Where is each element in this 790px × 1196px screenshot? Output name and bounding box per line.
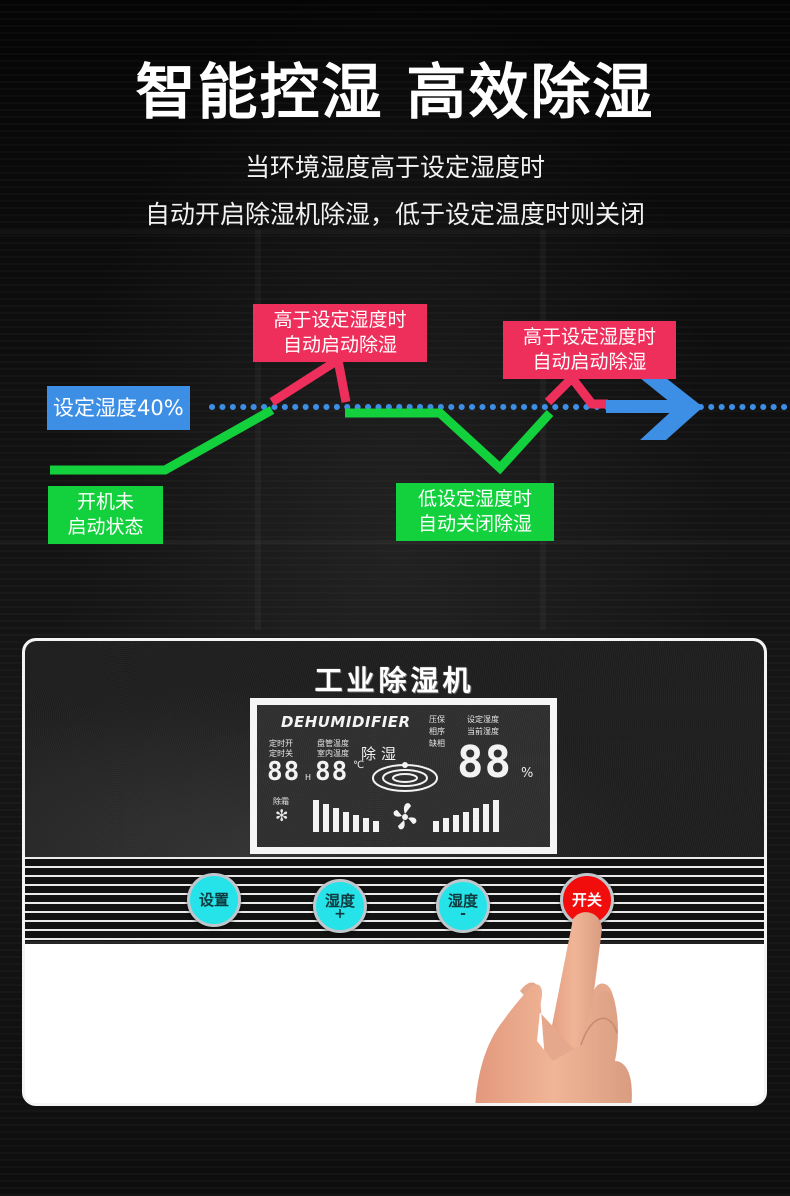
snowflake-icon: ✻ <box>275 806 289 825</box>
humidity-up-button[interactable]: 湿度 + <box>313 879 367 933</box>
green-dip-line <box>345 408 554 475</box>
lcd-current-humidity: 当前湿度 <box>467 727 499 736</box>
power-button-label: 开关 <box>571 891 602 909</box>
pink-spike-1 <box>269 352 351 406</box>
callout-low: 低设定湿度时 自动关闭除湿 <box>396 483 554 541</box>
lcd-frame: DEHUMIDIFIER 定时开 定时关 88 H 盘管温度 室内温度 88 ℃… <box>250 698 557 854</box>
callout-high-2-line-1: 高于设定湿度时 <box>522 326 656 348</box>
blue-arrow-head <box>640 378 703 440</box>
lcd-temp-digits: 88 <box>315 757 349 787</box>
control-panel-face: 工业除湿机 DEHUMIDIFIER 定时开 定时关 88 H 盘管温度 室内温… <box>25 641 764 944</box>
vent-grille <box>25 857 764 941</box>
lcd-graphics <box>313 762 499 832</box>
right-level-bars <box>433 800 499 832</box>
lcd-timer-on: 定时开 <box>269 739 293 748</box>
callout-high-2: 高于设定湿度时 自动启动除湿 <box>503 321 676 379</box>
dehumidifier-panel: 工业除湿机 DEHUMIDIFIER 定时开 定时关 88 H 盘管温度 室内温… <box>22 638 767 1106</box>
lcd-humidity-digits: 88 <box>457 737 512 788</box>
lcd-mode-label: 除湿 <box>361 745 402 763</box>
lcd-set-humidity: 设定湿度 <box>467 715 499 724</box>
lcd-display: DEHUMIDIFIER 定时开 定时关 88 H 盘管温度 室内温度 88 ℃… <box>257 705 550 847</box>
subtitle-line-1: 当环境湿度高于设定湿度时 <box>244 153 545 182</box>
lcd-timer-unit: H <box>305 773 312 782</box>
callout-high-1-line-1: 高于设定湿度时 <box>273 309 407 331</box>
lcd-coil-temp: 盘管温度 <box>317 739 349 748</box>
device-title: 工业除湿机 <box>314 664 475 697</box>
lcd-defrost-label: 除霜 <box>273 797 289 806</box>
pink-spike-2 <box>544 371 608 409</box>
fan-icon <box>393 803 417 830</box>
settings-button[interactable]: 设置 <box>187 873 241 927</box>
blue-arrow-shaft <box>606 400 686 413</box>
threshold-label: 设定湿度40% <box>47 386 190 430</box>
callout-low-line-1: 低设定湿度时 <box>417 488 532 510</box>
callout-high-2-line-2: 自动启动除湿 <box>532 351 647 373</box>
callout-high-1-line-2: 自动启动除湿 <box>282 334 397 356</box>
lcd-timer-off: 定时关 <box>269 749 293 758</box>
plus-icon: + <box>334 906 346 922</box>
subtitle-line-2: 自动开启除湿机除湿，低于设定温度时则关闭 <box>144 200 645 229</box>
lcd-temp-unit: ℃ <box>353 760 365 771</box>
callout-off-state: 开机未 启动状态 <box>48 486 163 544</box>
callout-off-line-2: 启动状态 <box>67 516 144 538</box>
settings-button-label: 设置 <box>198 891 229 909</box>
lcd-room-temp: 室内温度 <box>317 749 349 758</box>
lcd-timer-digits: 88 <box>267 757 301 787</box>
minus-icon: - <box>460 906 466 922</box>
left-level-bars <box>313 800 379 832</box>
humidity-down-button[interactable]: 湿度 - <box>436 879 490 933</box>
callout-high-1: 高于设定湿度时 自动启动除湿 <box>253 304 427 362</box>
green-rise-line <box>50 406 275 475</box>
humidity-up-label: 湿度 <box>324 892 355 910</box>
callout-off-line-1: 开机未 <box>76 491 134 513</box>
page-title: 智能控湿 高效除湿 <box>135 58 655 128</box>
lcd-phase-seq: 相序 <box>429 727 445 736</box>
humidity-down-label: 湿度 <box>447 892 478 910</box>
lcd-brand: DEHUMIDIFIER <box>281 713 411 731</box>
humidity-control-diagram: 设定湿度40% 开机未 启动状态 高于设定湿度时 自动启动除湿 低设定湿度时 自… <box>0 290 790 570</box>
hand-pointing-icon <box>475 912 632 1103</box>
lcd-humidity-unit: % <box>521 766 534 781</box>
callout-low-line-2: 自动关闭除湿 <box>417 513 532 535</box>
lcd-pressure-protect: 压保 <box>429 715 445 724</box>
lcd-phase-missing: 缺相 <box>429 739 445 748</box>
